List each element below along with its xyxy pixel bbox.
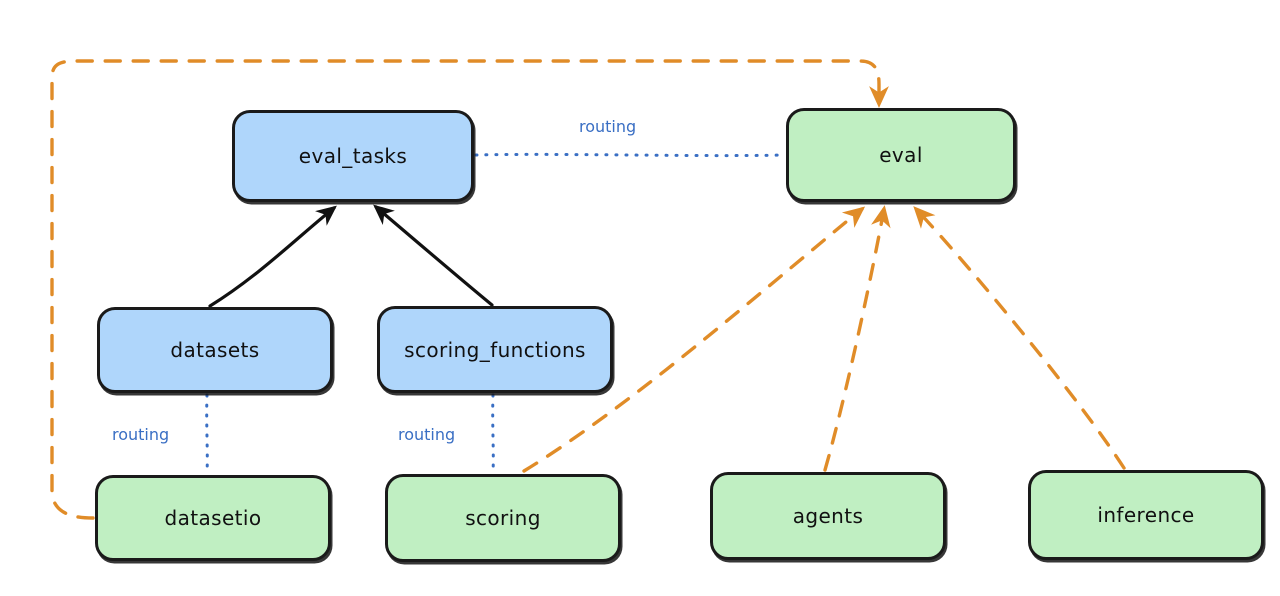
node-label: agents — [792, 504, 864, 528]
edge-scoring_functions-scoring — [491, 393, 495, 474]
edge-label-routing-scoring-functions-scoring: routing — [398, 425, 456, 444]
node-datasetio[interactable]: datasetio — [95, 475, 331, 561]
node-scoring-functions[interactable]: scoring_functions — [377, 306, 613, 393]
node-datasets[interactable]: datasets — [97, 307, 333, 393]
node-label: datasets — [170, 338, 260, 362]
edge-scoring-eval — [522, 206, 866, 473]
node-label: eval_tasks — [298, 144, 408, 168]
edge-agents-eval — [823, 205, 891, 472]
node-label: datasetio — [164, 506, 262, 530]
node-agents[interactable]: agents — [710, 472, 946, 560]
edge-scoring_functions-eval_tasks — [373, 204, 494, 307]
node-inference[interactable]: inference — [1028, 470, 1264, 560]
edge-eval_tasks-eval — [474, 152, 786, 158]
edge-label-routing-eval-tasks-eval: routing — [579, 117, 637, 136]
edge-datasetio-eval — [50, 59, 889, 520]
node-label: scoring — [465, 506, 541, 530]
node-label: eval — [879, 143, 923, 167]
node-eval-tasks[interactable]: eval_tasks — [232, 110, 474, 202]
edge-label-routing-datasets-datasetio: routing — [112, 425, 170, 444]
node-scoring[interactable]: scoring — [385, 474, 621, 562]
edge-datasets-eval_tasks — [208, 205, 337, 308]
node-label: scoring_functions — [404, 337, 586, 362]
edge-inference-eval — [913, 206, 1126, 470]
node-label: inference — [1097, 503, 1195, 527]
node-eval[interactable]: eval — [786, 108, 1016, 202]
edge-datasets-datasetio — [205, 393, 209, 475]
